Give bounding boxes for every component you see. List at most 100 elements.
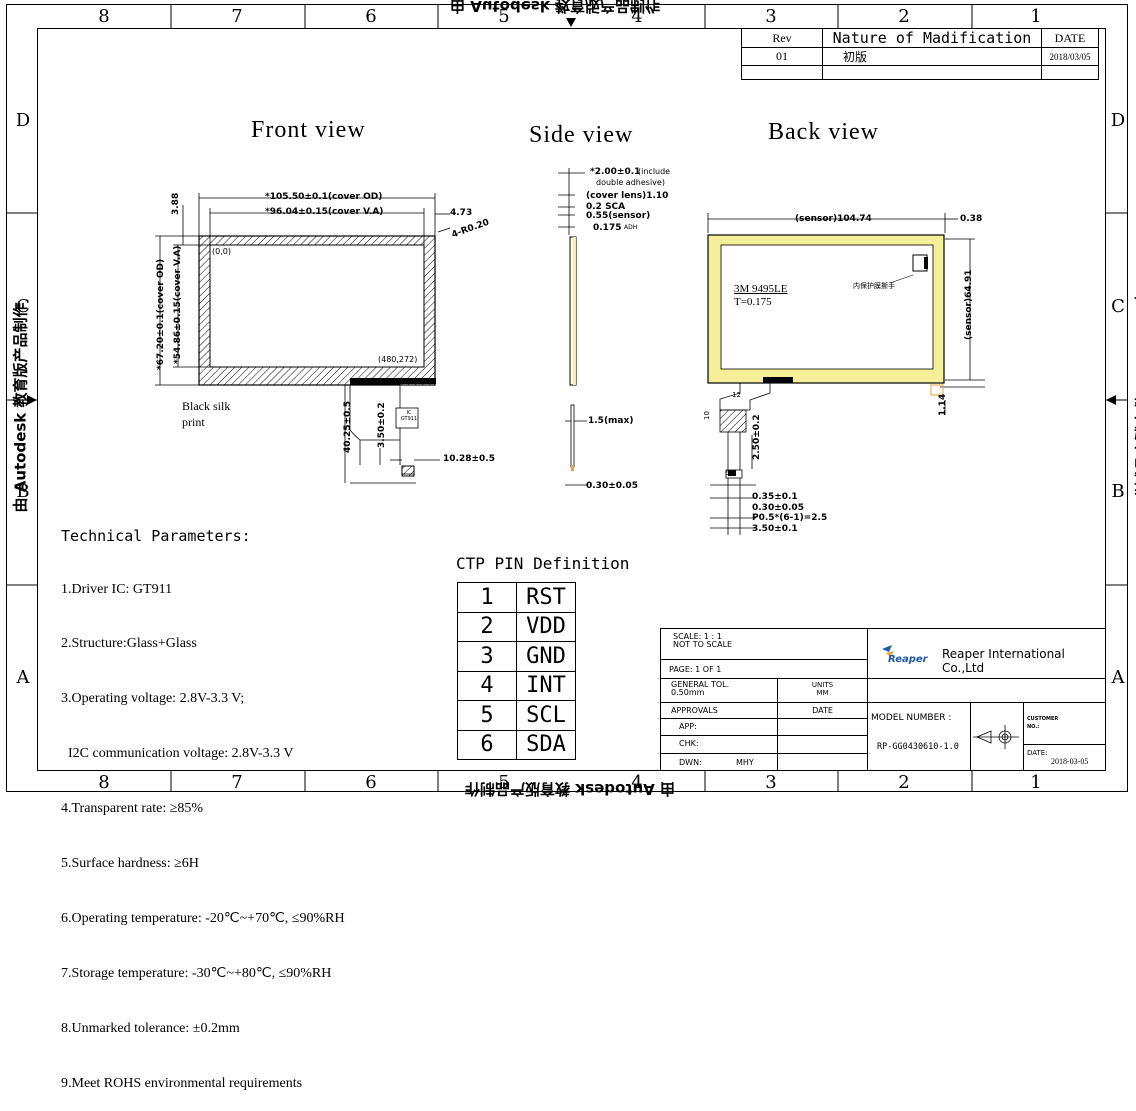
company-name: Reaper International Co.,Ltd	[942, 647, 1065, 675]
approvals-cell: APPROVALS	[661, 703, 778, 719]
front-right-offset-dim: 4.73	[450, 208, 473, 218]
watermark-bottom: 由 Autodesk 教育版产品制作	[465, 780, 676, 798]
back-tab-label: 内保护膜撕手	[853, 282, 895, 290]
back-stub-10: 10	[703, 411, 711, 420]
tech-param-line: 2.Structure:Glass+Glass	[61, 636, 197, 652]
front-ic-label: IC GT911	[400, 410, 418, 422]
watermark-left: 由 Autodesk 教育版产品制作	[11, 302, 30, 513]
zone-grid	[6, 5, 1128, 792]
side-total-note2: double adhesive)	[596, 178, 665, 187]
zone-row-a-right: A	[1111, 667, 1125, 688]
zone-col-1-top: 1	[1030, 6, 1042, 27]
back-view-drawing	[707, 213, 985, 535]
side-view-title: Side view	[529, 122, 634, 148]
app-cell: APP:	[661, 719, 778, 736]
tech-param-line: 4.Transparent rate: ≥85%	[61, 801, 204, 817]
back-bottom-dim: 1.14	[938, 393, 948, 416]
back-d2-dim: 0.30±0.05	[752, 503, 804, 513]
side-total-dim: *2.00±0.1	[590, 167, 641, 177]
title-block: SCALE: 1 : 1 NOT TO SCALE PAGE: 1 OF 1 G…	[660, 628, 1106, 771]
front-view-title: Front view	[251, 117, 366, 143]
side-total-note1: (include	[638, 167, 671, 176]
units-cell: UNITS MM	[778, 679, 868, 703]
dwn-cell: DWN: MHY	[661, 754, 778, 771]
model-label: MODEL NUMBER :	[871, 713, 952, 723]
tech-params-list: 1.Driver IC: GT911 2.Structure:Glass+Gla…	[61, 544, 345, 1111]
side-sensor-dim: 0.55(sensor)	[586, 211, 651, 221]
zone-col-8-bottom: 8	[98, 772, 110, 793]
tech-param-line: 9.Meet ROHS environmental requirements	[61, 1075, 303, 1091]
front-height-od-dim: *67.20±0.1(cover OD)	[156, 258, 166, 370]
front-fpc-stub-dim: 3.50±0.2	[377, 402, 387, 448]
tech-param-line: 7.Storage temperature: -30℃~+80℃, ≤90%RH	[61, 965, 332, 981]
pin-number: 3	[457, 641, 517, 672]
tech-param-line: 3.Operating voltage: 2.8V-3.3 V;	[61, 691, 245, 707]
projection-symbol-cell	[970, 703, 1024, 771]
side-view-drawing	[558, 168, 587, 486]
front-max-coord-label: (480,272)	[378, 355, 418, 364]
date-label-cell: DATE	[778, 703, 868, 719]
pin-number: 6	[457, 729, 517, 760]
date-value: 2018/03/05	[1041, 47, 1099, 66]
company-cell: Reaper Reaper International Co.,Ltd	[868, 629, 1106, 679]
pin-name: GND	[516, 641, 576, 672]
side-adh-label: ADH	[624, 224, 638, 231]
revision-table: Rev Nature of Madification DATE 01 初版 20…	[741, 28, 1099, 80]
zone-col-5-top: 5	[498, 6, 510, 27]
tech-param-line: 5.Surface hardness: ≥6H	[61, 856, 199, 872]
back-d4-dim: 3.50±0.1	[752, 524, 798, 534]
zone-row-c-right: C	[1111, 296, 1125, 317]
zone-row-c-left: C	[16, 296, 30, 317]
zone-col-3-top: 3	[765, 6, 777, 27]
pin-name: SCL	[516, 700, 576, 731]
back-d1-dim: 0.35±0.1	[752, 492, 798, 502]
side-cover-lens-dim: (cover lens)1.10	[586, 191, 669, 201]
tech-param-line: 6.Operating temperature: -20℃~+70℃, ≤90%…	[61, 910, 345, 926]
pin-name: RST	[516, 582, 576, 613]
nature-header: Nature of Madification	[822, 28, 1042, 48]
scale-cell: SCALE: 1 : 1 NOT TO SCALE	[661, 629, 868, 660]
side-fpc-max-dim: 1.5(max)	[588, 416, 634, 426]
pin-number: 4	[457, 670, 517, 701]
back-sensor-width-dim: (sensor)104.74	[795, 214, 872, 224]
back-sensor-height-dim: (sensor)64.91	[964, 269, 974, 340]
back-fpc-length-dim: 2.50±0.2	[752, 414, 762, 460]
watermark-top: 由 Autodesk 教育版产品制作	[450, 0, 661, 15]
back-d3-dim: P0.5*(6-1)=2.5	[752, 513, 828, 523]
date-header: DATE	[1041, 28, 1099, 48]
front-top-offset-dim: 3.88	[171, 192, 181, 215]
front-fpc-width-dim: 10.28±0.5	[443, 454, 495, 464]
zone-col-2-top: 2	[898, 6, 910, 27]
front-fpc-length-dim: 40.25±0.5	[343, 401, 353, 453]
zone-col-8-top: 8	[98, 6, 110, 27]
drawing-outer-frame	[6, 4, 1128, 792]
zone-col-5-bottom: 5	[498, 772, 510, 793]
drawing-inner-frame	[37, 28, 1106, 771]
pin-name: INT	[516, 670, 576, 701]
back-tape-thickness: T=0.175	[734, 296, 772, 308]
zone-col-3-bottom: 3	[765, 772, 777, 793]
tech-param-line: 1.Driver IC: GT911	[61, 581, 173, 597]
page-cell: PAGE: 1 OF 1	[661, 660, 868, 679]
front-height-va-dim: *54.86±0.15(cover V.A)	[173, 245, 183, 364]
back-pin-12: 12	[732, 391, 741, 399]
chk-cell: CHK:	[661, 736, 778, 754]
date-field-label: DATE:	[1027, 749, 1048, 757]
general-tol-cell: GENERAL TOL. 0.50mm	[661, 679, 778, 703]
zone-row-d-right: D	[1110, 110, 1126, 131]
tech-param-line: I2C communication voltage: 2.8V-3.3 V	[61, 746, 294, 762]
zone-row-b-right: B	[1111, 481, 1125, 502]
nature-value: 初版	[822, 47, 1042, 66]
watermark-right: 由 Autodesk 教育版产品制作	[1133, 290, 1136, 501]
zone-row-a-left: A	[16, 667, 30, 688]
zone-col-1-bottom: 1	[1030, 772, 1042, 793]
zone-row-d-left: D	[15, 110, 31, 131]
rev-header: Rev	[741, 28, 823, 48]
pin-name: SDA	[516, 729, 576, 760]
